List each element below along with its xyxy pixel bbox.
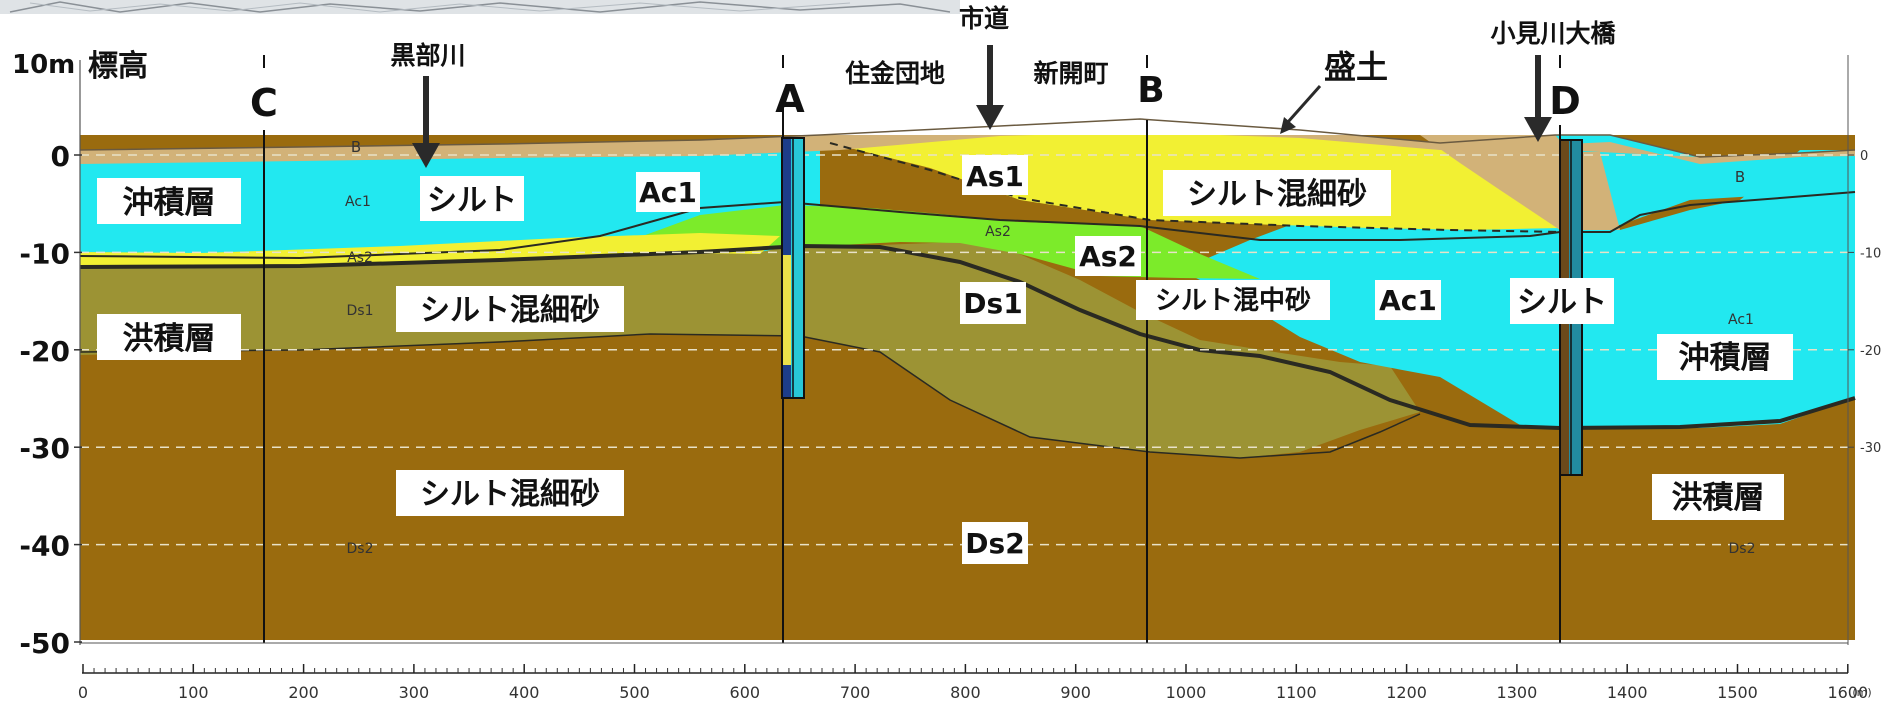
distance-minor-ticks — [93, 668, 1838, 673]
bridge-arrow — [1524, 55, 1552, 142]
diluvium-label-east: 洪積層 — [1672, 480, 1765, 516]
alluvium-label-east: 沖積層 — [1679, 340, 1772, 376]
small-layer-codes: B Ac1 As2 Ds1 Ds2 As2 B Ac1 Ds2 — [345, 138, 1755, 557]
distance-tick-label: 1300 — [1497, 683, 1538, 702]
code-ac1-east: Ac1 — [1728, 312, 1754, 328]
code-ds2-east: Ds2 — [1729, 541, 1756, 557]
section-d-label: D — [1549, 79, 1581, 123]
alluvium-upper-line — [79, 191, 1856, 260]
ac1-label-west: Ac1 — [639, 176, 697, 209]
elevation-unit: 10m — [12, 50, 75, 80]
section-b-label: B — [1137, 70, 1164, 111]
right-tick-label: -10 — [1860, 246, 1881, 261]
pointer-arrows — [412, 45, 1552, 168]
silt-label-west: シルト — [427, 183, 517, 218]
distance-tick-label: 200 — [288, 683, 319, 702]
distance-tick-label: 800 — [950, 683, 981, 702]
distance-unit: (m) — [1852, 686, 1871, 699]
city-road-arrow — [976, 45, 1004, 130]
silty-fine-sand-label-low: シルト混細砂 — [420, 477, 600, 512]
distance-tick-label: 500 — [619, 683, 650, 702]
ds1-label: Ds1 — [963, 287, 1022, 320]
distance-tick-label: 1000 — [1166, 683, 1207, 702]
distance-tick-label: 100 — [178, 683, 209, 702]
silty-medium-sand-label: シルト混中砂 — [1155, 286, 1311, 316]
elevation-tick-label: -20 — [19, 335, 70, 368]
code-as2-west: As2 — [347, 250, 373, 266]
elevation-tick-label: -10 — [19, 237, 70, 270]
fill-label: 盛土 — [1324, 48, 1388, 86]
code-as2-mid: As2 — [985, 224, 1011, 240]
kurobe-river-label: 黒部川 — [390, 41, 465, 70]
map-strip — [0, 0, 960, 14]
ground-surface-line — [79, 118, 1856, 158]
kurobe-river-arrow — [412, 76, 440, 168]
distance-tick-label: 1200 — [1386, 683, 1427, 702]
shinkai-label: 新開町 — [1033, 59, 1108, 88]
ds2-label: Ds2 — [965, 527, 1024, 560]
bridge-label: 小見川大橋 — [1490, 19, 1616, 48]
elevation-tick-label: -30 — [19, 432, 70, 465]
code-b-west: B — [351, 138, 361, 156]
fill-layer — [80, 135, 1855, 164]
right-tick-label: -20 — [1860, 344, 1881, 359]
distance-tick-label: 600 — [730, 683, 761, 702]
distance-tick-label: 1500 — [1717, 683, 1758, 702]
distance-major-ticks: 0 100 200 300 400 500 600 700 800 900 1000 1100 1200… — [78, 664, 1868, 702]
distance-tick-label: 1100 — [1276, 683, 1317, 702]
layer-labels: 沖積層 シルト Ac1 As1 シルト混細砂 As2 シルト混細砂 Ds1 シル… — [97, 155, 1793, 564]
elevation-tick-label: 0 — [51, 140, 70, 173]
ds1-base-line — [79, 333, 1421, 459]
distance-tick-label: 700 — [840, 683, 871, 702]
borehole-a — [781, 137, 805, 399]
distance-tick-label: 1600 — [1827, 683, 1868, 702]
code-ds2-west: Ds2 — [347, 541, 374, 557]
ac1-label-east: Ac1 — [1379, 284, 1437, 317]
elevation-tick-label: -40 — [19, 530, 70, 563]
housing-label: 住金団地 — [845, 59, 945, 88]
landmark-labels: 黒部川 市道 住金団地 新開町 盛土 小見川大橋 — [390, 4, 1616, 88]
code-ds1-west: Ds1 — [347, 303, 374, 319]
silty-fine-sand-label-top: シルト混細砂 — [1187, 177, 1367, 212]
alluvium-label-west: 沖積層 — [123, 185, 216, 221]
elevation-tick-label: -50 — [19, 627, 70, 660]
code-b-east: B — [1735, 168, 1745, 186]
as1-label: As1 — [966, 160, 1024, 193]
distance-tick-label: 0 — [78, 683, 88, 702]
silt-label-east: シルト — [1517, 285, 1607, 320]
as1-base-dashed-line — [829, 142, 1561, 233]
silty-fine-sand-label-mid: シルト混細砂 — [420, 293, 600, 328]
as2-label: As2 — [1079, 240, 1137, 273]
diluvium-label-west: 洪積層 — [123, 321, 216, 357]
right-tick-label: 0 — [1860, 149, 1868, 164]
distance-axis: 0 100 200 300 400 500 600 700 800 900 1000 1100 1200… — [78, 664, 1872, 702]
elevation-axis: 10m 標高 0 -10 -20 -30 -40 -50 — [12, 49, 148, 660]
section-letters: C A B D — [250, 70, 1581, 125]
fill-arrow — [1280, 85, 1322, 134]
city-road-label: 市道 — [959, 4, 1009, 33]
right-tick-label: -30 — [1860, 441, 1881, 456]
distance-tick-label: 900 — [1060, 683, 1091, 702]
distance-tick-label: 1400 — [1607, 683, 1648, 702]
distance-tick-label: 400 — [509, 683, 540, 702]
section-c-label: C — [250, 81, 278, 125]
elevation-title: 標高 — [88, 49, 148, 84]
section-a-label: A — [775, 77, 805, 121]
code-ac1-west: Ac1 — [345, 194, 371, 210]
distance-tick-label: 300 — [399, 683, 430, 702]
right-axis: 0 -10 -20 -30 — [1848, 149, 1881, 456]
